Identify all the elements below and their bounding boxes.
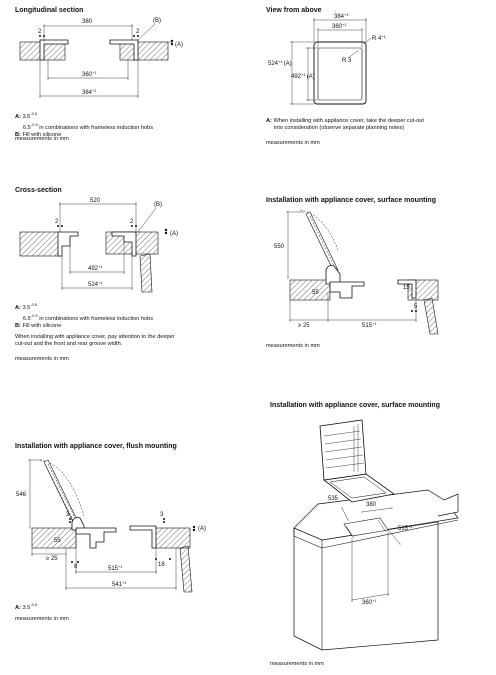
dim-492: 492+1(A) [291, 72, 315, 80]
dim-515: 515+1 [398, 524, 413, 532]
dim-3-right: 3 [160, 512, 164, 518]
hob-body [75, 527, 117, 549]
worktop-right [119, 41, 169, 61]
dim-ge25: ≥ 25 [46, 556, 58, 562]
surface-drawing: 550 55 5 15 ≥ 25 515+1 [274, 209, 439, 335]
dim-360: 360+1 [362, 598, 377, 606]
dim-384: 384+1 [334, 12, 349, 20]
perspective-title: Installation with appliance cover, surfa… [270, 402, 440, 409]
hob-edge-left [57, 231, 79, 257]
dim-515: 515+1 [362, 321, 377, 329]
view-above-title: View from above [266, 7, 322, 14]
dim-360: 360+1 [332, 22, 347, 30]
surface-mounting-panel: Installation with appliance cover, surfa… [248, 180, 496, 370]
appliance-cover [319, 419, 367, 481]
cover-leg [139, 253, 153, 293]
dim-520: 520 [90, 198, 101, 204]
view-above-note: A: When installing with appliance cover,… [266, 118, 424, 131]
dim-55: 55 [312, 290, 319, 296]
flush-mounting-panel: Installation with appliance cover, flush… [0, 430, 248, 630]
longitudinal-section-panel: Longitudinal section 380 (B) (A) 2 2 360… [0, 0, 248, 170]
dim-550: 550 [274, 244, 285, 250]
hob-top-glass [329, 476, 387, 499]
dim-2-right: 2 [130, 219, 134, 225]
view-above-measurements: measurements in mm [266, 140, 320, 146]
cover-leg [179, 545, 193, 593]
cross-notes: A: 3.5-0.5 6.5-0.5 in combinations with … [15, 302, 175, 347]
worktop-left [19, 231, 61, 257]
flush-title: Installation with appliance cover, flush… [15, 443, 177, 450]
dim-2-left: 2 [55, 219, 59, 225]
worktop-right [153, 527, 191, 549]
dim-524: 524+1(A) [268, 59, 292, 67]
perspective-measurements: measurements in mm [270, 661, 324, 667]
label-a: (A) [198, 526, 206, 532]
surface-title: Installation with appliance cover, surfa… [266, 197, 436, 204]
dim-360: 360+1 [82, 70, 97, 78]
label-b: (B) [154, 202, 162, 208]
dim-18: 18 [158, 562, 165, 568]
cross-title: Cross-section [15, 187, 62, 194]
cross-measurements: measurements in mm [15, 356, 69, 362]
surface-measurements: measurements in mm [266, 343, 320, 349]
dim-535: 535 [328, 496, 339, 502]
label-a: (A) [170, 231, 178, 237]
view-above-panel: View from above 384+1 360+1 R 4+1 R 3 52… [248, 0, 496, 170]
dim-2-right: 2 [136, 29, 140, 35]
dim-541: 541+1 [112, 580, 127, 588]
cover-swing-arc [39, 459, 85, 517]
dim-15: 15 [403, 285, 410, 291]
perspective-panel: Installation with appliance cover, surfa… [248, 390, 496, 675]
cross-drawing: 520 (B) (A) 2 2 492+1 524+1 [19, 198, 178, 293]
dim-3-left: 3 [66, 512, 70, 518]
hob-edge-right [397, 279, 417, 299]
cross-section-panel: Cross-section 520 (B) (A) 2 2 492+1 524+… [0, 180, 248, 370]
dim-524: 524+1 [88, 280, 103, 288]
dim-55: 55 [54, 538, 61, 544]
longitudinal-title: Longitudinal section [15, 7, 84, 14]
appliance-cover-raised [305, 211, 339, 273]
longitudinal-drawing: 380 (B) (A) 2 2 360+1 384+1 [19, 18, 183, 98]
dim-2-left: 2 [38, 29, 42, 35]
worktop-left [289, 279, 331, 301]
dim-380: 380 [366, 502, 377, 508]
view-above-drawing: 384+1 360+1 R 4+1 R 3 524+1(A) 492+1(A) [268, 12, 387, 105]
dim-492: 492+1 [88, 264, 103, 272]
dim-r4: R 4+1 [372, 34, 387, 42]
dim-546: 546 [16, 492, 27, 498]
dim-r3: R 3 [342, 58, 352, 64]
hob-edge-right [111, 231, 137, 257]
dim-384: 384+1 [82, 88, 97, 96]
cover-swing-arc [299, 209, 339, 251]
cover-leg [423, 297, 439, 335]
hob-hinge [325, 265, 341, 285]
flush-measurements: measurements in mm [15, 616, 69, 622]
cutout-inner [317, 47, 363, 101]
flush-note: A: 3.5-0.5 [15, 602, 38, 611]
label-b: (B) [153, 18, 161, 24]
hob-edge-right [129, 525, 157, 549]
perspective-drawing: 535 380 515+1 360+1 [293, 419, 459, 651]
longitudinal-notes: A: 3.5-0.5 6.5-0.5 in combinations with … [15, 111, 154, 138]
longitudinal-measurements: measurements in mm [15, 136, 69, 142]
dim-ge25: ≥ 25 [298, 323, 310, 329]
flush-drawing: 546 55 3 3 (A) ≥ 25 8 18 515+1 541 [16, 459, 206, 593]
dim-515: 515+1 [108, 564, 123, 572]
dim-380: 380 [82, 19, 93, 25]
hob-body [329, 281, 365, 299]
label-a: (A) [175, 42, 183, 48]
